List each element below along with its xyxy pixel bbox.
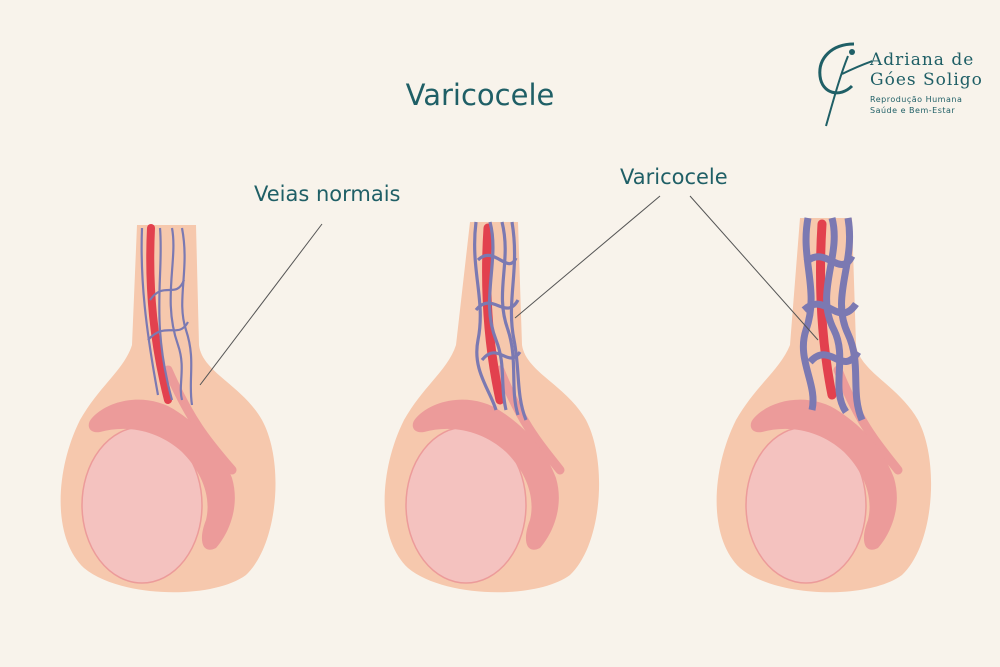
clinic-logo: Adriana de Góes Soligo Reprodução Humana… [812,36,992,132]
varicocele-label: Varicocele [620,165,728,189]
normal-veins-pointer-line [199,223,323,386]
normal-veins-label: Veias normais [254,182,401,206]
normal-veins [140,227,194,406]
logo-line1: Adriana de [870,50,975,70]
dilated-veins [473,221,528,421]
epididymis [88,399,235,550]
testicular-artery [815,219,837,400]
severe-varicocele-pointer-line [689,195,819,341]
logo-line3: Reprodução Humana [870,95,963,104]
vas-deferens [163,365,237,475]
epididymis [412,399,559,550]
moderate-varicocele-pointer-line [514,195,661,319]
logo-line4: Saúde e Bem-Estar [870,106,956,115]
logo-line2: Góes Soligo [870,70,983,90]
severely-dilated-veins [799,217,866,422]
severe-varicocele-diagram [689,195,932,593]
diagram-title: Varicocele [405,78,555,112]
testicular-artery [146,224,172,404]
testicular-artery [482,223,505,405]
vas-deferens [833,365,903,475]
moderate-varicocele-diagram [384,195,661,593]
vas-deferens [495,365,565,475]
normal-scrotum-diagram [60,223,323,593]
epididymis [750,399,897,550]
